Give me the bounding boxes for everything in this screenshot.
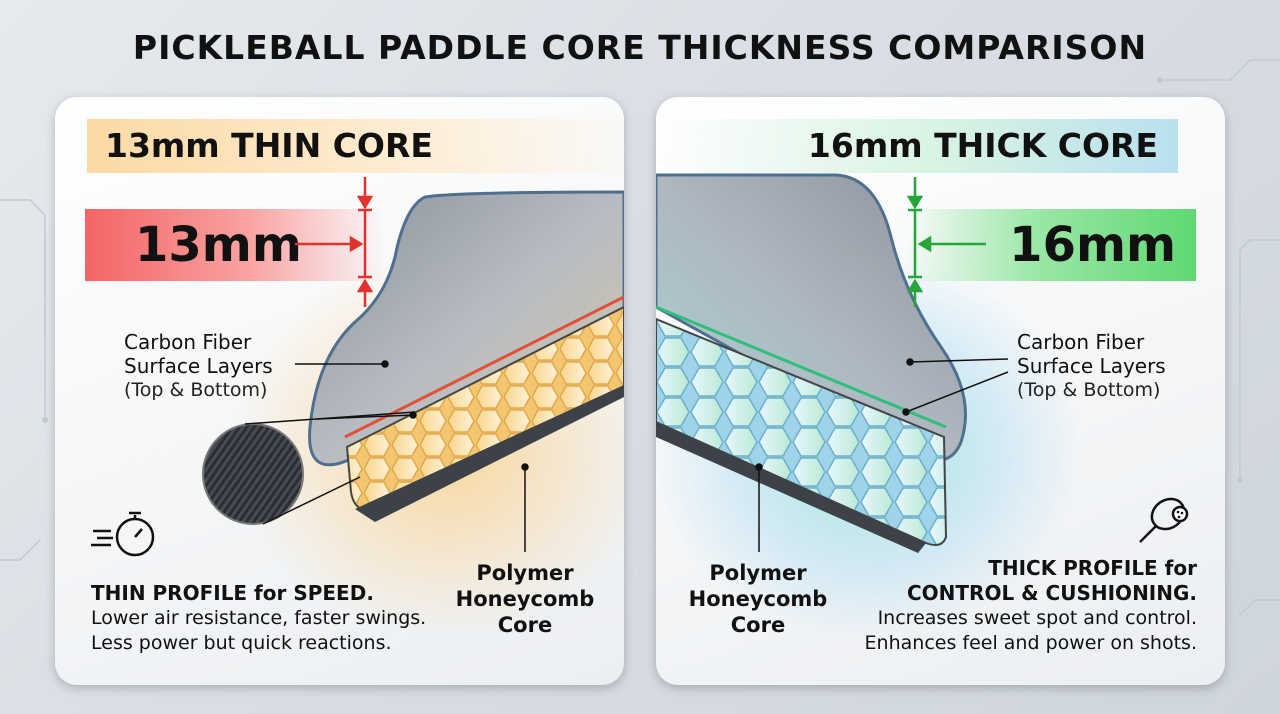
thick-core-measurement: 16mm <box>906 209 1196 281</box>
core-name-line1: Polymer <box>709 561 807 585</box>
thin-desc-head: THIN PROFILE for SPEED. <box>91 581 374 605</box>
carbon-fiber-label: Carbon Fiber Surface Layers (Top & Botto… <box>1017 330 1166 402</box>
thick-desc-head-line1: THICK PROFILE for <box>988 556 1197 580</box>
thick-core-description: THICK PROFILE for CONTROL & CUSHIONING. … <box>865 556 1197 656</box>
page-title: PICKLEBALL PADDLE CORE THICKNESS COMPARI… <box>132 28 1148 67</box>
thin-core-description: THIN PROFILE for SPEED. Lower air resist… <box>91 581 426 656</box>
carbon-fiber-label: Carbon Fiber Surface Layers (Top & Botto… <box>124 330 273 402</box>
thick-core-label: 16mm THICK CORE <box>656 119 1178 173</box>
thin-paddle-cross-section <box>202 177 624 552</box>
thickness-dimension <box>906 177 986 307</box>
thin-desc-line2: Less power but quick reactions. <box>91 632 392 654</box>
thick-desc-line2: Enhances feel and power on shots. <box>864 632 1197 654</box>
paddle-face <box>308 190 624 467</box>
stopwatch-speed-icon <box>91 511 155 557</box>
honeycomb-core-label: Polymer Honeycomb Core <box>678 560 838 638</box>
core-name-line3: Core <box>497 613 553 637</box>
core-name-line1: Polymer <box>476 561 574 585</box>
thin-desc-line1: Lower air resistance, faster swings. <box>91 607 427 629</box>
core-name-line2: Honeycomb <box>688 587 828 611</box>
surface-label-line3: (Top & Bottom) <box>1017 379 1161 401</box>
surface-label-line2: Surface Layers <box>124 354 273 378</box>
core-name-line3: Core <box>730 613 786 637</box>
bottom-surface-layer <box>656 422 926 553</box>
paddle-ball-icon <box>1139 497 1189 543</box>
thickness-dimension <box>295 177 374 307</box>
surface-label-line3: (Top & Bottom) <box>124 379 268 401</box>
surface-label-line1: Carbon Fiber <box>124 330 252 354</box>
thin-core-panel: 13mm THIN CORE 13mm <box>55 97 624 685</box>
honeycomb-core <box>656 317 948 546</box>
paddle-face <box>656 173 967 462</box>
thick-core-panel: 16mm THICK CORE 16mm <box>656 97 1225 685</box>
carbon-fiber-zoom <box>202 423 304 525</box>
thick-desc-head-line2: CONTROL & CUSHIONING. <box>906 581 1197 605</box>
top-surface-line <box>656 305 947 429</box>
thin-core-label: 13mm THIN CORE <box>87 119 624 173</box>
thick-desc-line1: Increases sweet spot and control. <box>877 607 1197 629</box>
core-name-line2: Honeycomb <box>455 587 595 611</box>
honeycomb-core-label: Polymer Honeycomb Core <box>445 560 605 638</box>
thick-paddle-cross-section <box>656 173 1009 553</box>
surface-label-line2: Surface Layers <box>1017 354 1166 378</box>
surface-label-line1: Carbon Fiber <box>1017 330 1145 354</box>
bottom-surface-layer <box>355 385 624 522</box>
